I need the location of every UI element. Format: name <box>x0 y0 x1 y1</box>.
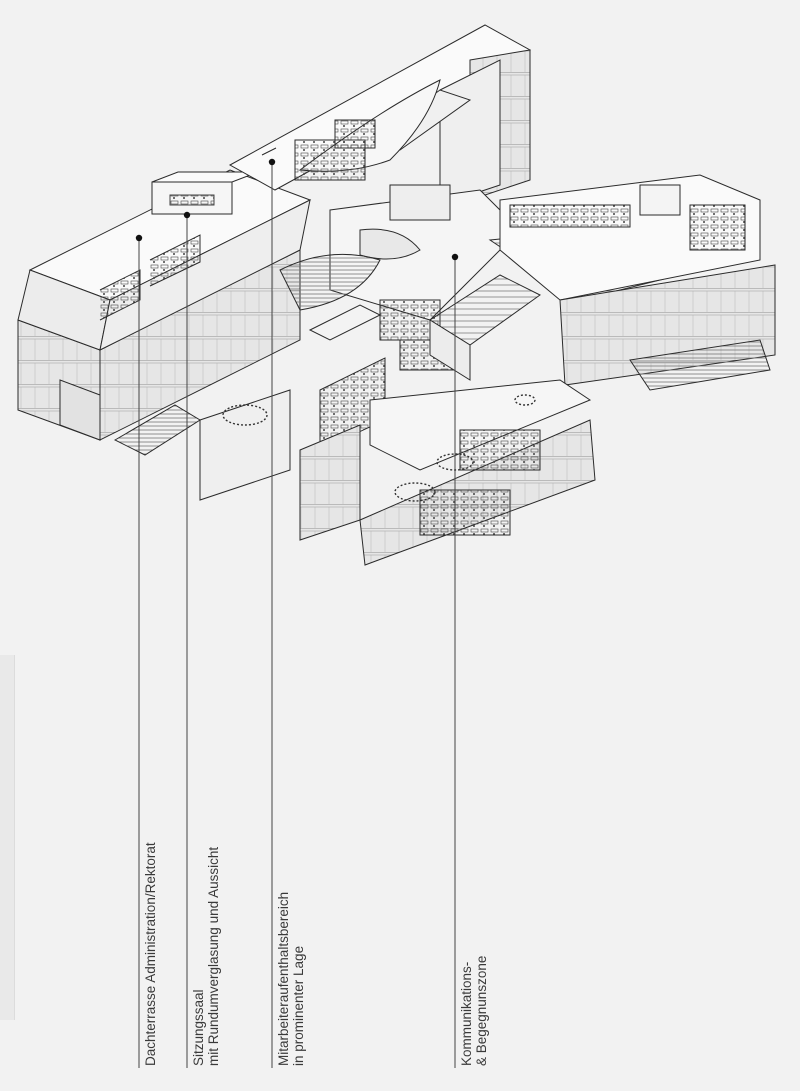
entrance-stairs <box>113 404 201 456</box>
label-staff-line-1: Mitarbeiteraufenthaltsbereich <box>276 891 291 1066</box>
north-wing <box>228 24 532 206</box>
label-communication-line-1: Kommunikations- <box>459 961 474 1066</box>
south-podium <box>59 379 596 566</box>
seating-ring-4 <box>514 394 536 406</box>
leader-dot-communication <box>451 253 459 261</box>
label-rooftop-line-1: Dachterrasse Administration/Rektorat <box>143 842 158 1066</box>
left-wing <box>17 169 312 441</box>
leader-dot-staff <box>268 158 276 166</box>
seating-ring-3 <box>394 482 436 502</box>
leader-dot-rooftop <box>135 234 143 242</box>
seating-ring-1 <box>222 404 268 426</box>
leader-dots <box>135 158 459 261</box>
central-atrium <box>279 184 521 451</box>
label-meeting-line-2: mit Rundumverglasung und Aussicht <box>206 846 221 1066</box>
label-meeting-line-1: Sitzungssaal <box>191 989 206 1066</box>
label-communication-line-2: & Begegnunszone <box>474 955 489 1066</box>
label-rooftop-terrace: Dachterrasse Administration/Rektorat <box>143 842 158 1066</box>
label-meeting-room: Sitzungssaal mit Rundumverglasung und Au… <box>191 847 221 1066</box>
label-staff-lounge: Mitarbeiteraufenthaltsbereich in promine… <box>276 892 306 1066</box>
page-edge-strip <box>0 655 15 1020</box>
label-staff-line-2: in prominenter Lage <box>291 945 306 1066</box>
leader-lines <box>138 162 456 1068</box>
leader-dot-meeting <box>183 211 191 219</box>
label-communication-zone: Kommunikations- & Begegnunszone <box>459 956 489 1066</box>
east-wing <box>499 174 776 391</box>
